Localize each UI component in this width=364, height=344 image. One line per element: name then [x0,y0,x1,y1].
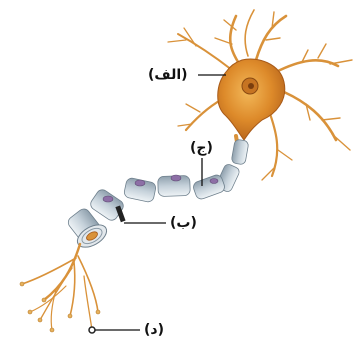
label-alef: (الف) [148,67,188,83]
axon-terminals [22,244,98,330]
nucleolus [248,83,254,89]
label-be: (ب) [170,215,197,231]
label-jim: (ج) [190,140,213,156]
label-dal: (د) [144,322,164,338]
terminal-button-marker [89,327,95,333]
